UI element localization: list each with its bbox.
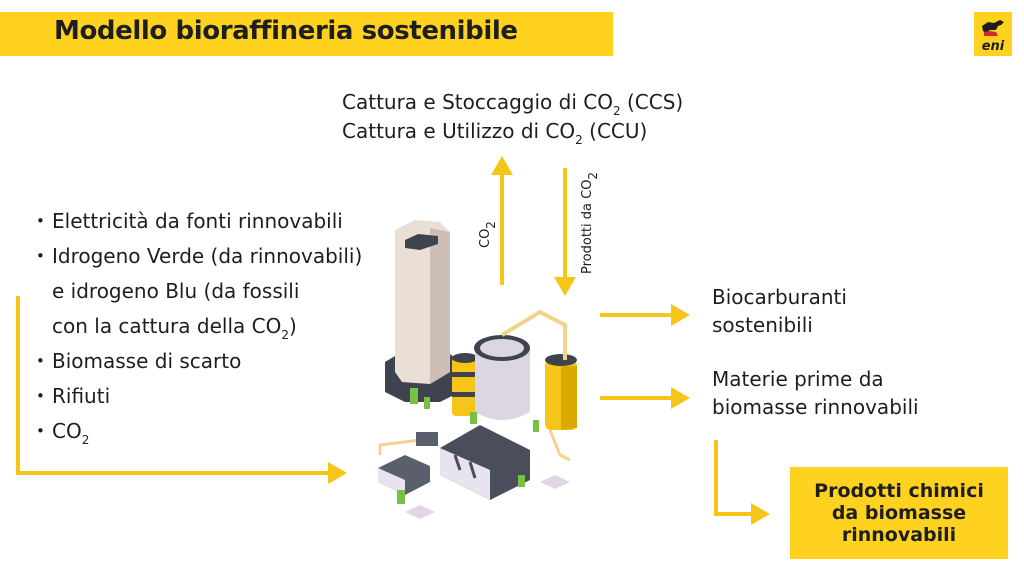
inputs-list: Elettricità da fonti rinnovabili Idrogen… xyxy=(36,206,362,451)
logo-text: eni xyxy=(982,39,1005,54)
input-hydrogen: Idrogeno Verde (da rinnovabili) xyxy=(36,241,362,276)
co2-products-arrowhead xyxy=(554,277,576,296)
capture-text: Cattura e Stoccaggio di CO2 (CCS) Cattur… xyxy=(342,88,683,146)
input-renewable-electricity: Elettricità da fonti rinnovabili xyxy=(36,206,362,241)
input-arrowhead xyxy=(328,462,347,484)
biofuels-arrowhead xyxy=(671,304,690,326)
chemicals-box: Prodotti chimici da biomasse rinnovabili xyxy=(790,467,1008,559)
input-waste-biomass: Biomasse di scarto xyxy=(36,346,362,381)
dog-icon xyxy=(982,20,1004,33)
biorefinery-illustration xyxy=(378,220,577,519)
ccs-line: Cattura e Stoccaggio di CO2 (CCS) xyxy=(342,90,684,118)
input-waste: Rifiuti xyxy=(36,381,362,416)
output-raw-materials: Materie prime da biomasse rinnovabili xyxy=(712,367,919,419)
eni-logo: eni xyxy=(974,12,1012,56)
output-biofuels: Biocarburanti sostenibili xyxy=(712,285,847,337)
input-hydrogen-cont2: con la cattura della CO2) xyxy=(52,314,297,342)
raw-materials-arrowhead xyxy=(671,387,690,409)
page-title: Modello bioraffineria sostenibile xyxy=(54,16,518,46)
input-co2: CO2 xyxy=(36,416,362,451)
chemicals-arrowhead xyxy=(751,503,770,525)
ccu-line: Cattura e Utilizzo di CO2 (CCU) xyxy=(342,119,648,147)
input-arrow xyxy=(16,296,330,475)
input-hydrogen-cont: e idrogeno Blu (da fossili xyxy=(52,279,300,303)
title-banner xyxy=(0,12,613,56)
co2-up-arrowhead xyxy=(491,156,513,175)
chemicals-arrow xyxy=(714,440,753,516)
